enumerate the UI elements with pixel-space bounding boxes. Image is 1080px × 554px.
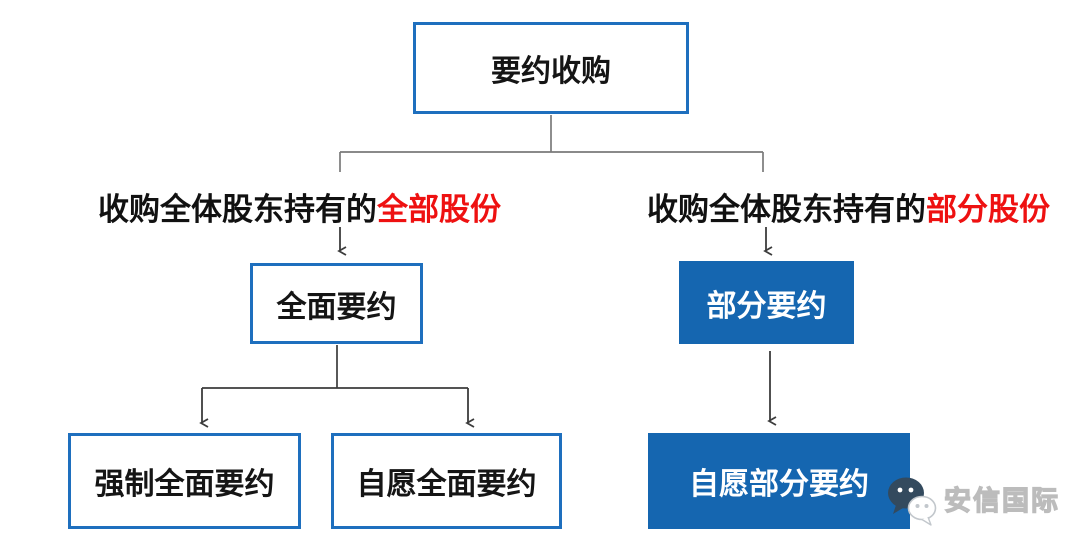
node-mandatory-full-offer-label: 强制全面要约 [94,467,275,502]
node-mandatory-full-offer: 强制全面要约 [68,433,301,529]
watermark-label: 安信国际 [943,485,1060,517]
node-tender-offer: 要约收购 [413,22,689,114]
condition-left-highlight: 全部股份 [377,192,501,228]
condition-right-prefix: 收购全体股东持有的 [647,192,926,228]
condition-left-prefix: 收购全体股东持有的 [98,192,377,228]
node-voluntary-partial-offer: 自愿部分要约 [648,433,910,529]
condition-text-left: 收购全体股东持有的全部股份 [98,184,501,229]
wechat-icon [886,472,938,528]
node-full-offer-label: 全面要约 [276,289,397,325]
node-partial-offer-label: 部分要约 [706,288,827,324]
node-tender-offer-label: 要约收购 [491,54,611,89]
watermark: 安信国际 [886,472,1060,528]
condition-right-highlight: 部分股份 [926,192,1050,228]
connector-full-offer-stem [202,345,468,389]
node-voluntary-full-offer-label: 自愿全面要约 [356,467,537,502]
node-partial-offer: 部分要约 [679,261,854,344]
node-voluntary-full-offer: 自愿全面要约 [331,433,562,529]
node-full-offer: 全面要约 [250,263,423,344]
node-voluntary-partial-offer-label: 自愿部分要约 [689,467,869,502]
condition-text-right: 收购全体股东持有的部分股份 [647,184,1050,229]
connector-root-tree [339,115,764,172]
